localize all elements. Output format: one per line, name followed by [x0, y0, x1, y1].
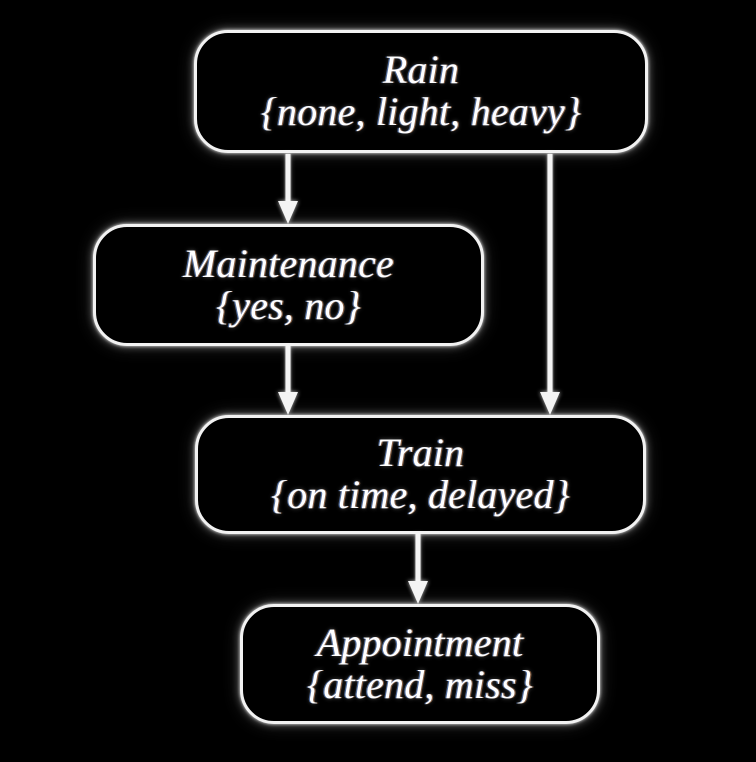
- node-appointment-title: Appointment: [316, 619, 524, 665]
- down-arrow-icon: [408, 581, 428, 604]
- node-maintenance-states: {yes, no}: [216, 282, 361, 328]
- node-rain[interactable]: Rain {none, light, heavy}: [194, 30, 648, 153]
- node-train[interactable]: Train {on time, delayed}: [195, 415, 646, 534]
- edge-line: [285, 346, 291, 393]
- edge-train-to-appointment: [398, 534, 438, 604]
- node-train-title: Train: [376, 430, 465, 476]
- down-arrow-icon: [278, 392, 298, 415]
- edge-rain-to-maintenance: [268, 154, 308, 224]
- node-train-states: {on time, delayed}: [271, 472, 570, 517]
- edge-line: [285, 154, 291, 202]
- node-rain-title: Rain: [382, 47, 460, 93]
- node-maintenance-title: Maintenance: [182, 240, 394, 286]
- node-appointment[interactable]: Appointment {attend, miss}: [240, 604, 600, 724]
- edge-line: [415, 534, 421, 582]
- node-maintenance[interactable]: Maintenance {yes, no}: [93, 224, 484, 346]
- down-arrow-icon: [540, 392, 560, 415]
- edge-maintenance-to-train: [268, 346, 308, 415]
- down-arrow-icon: [278, 201, 298, 224]
- edge-line: [547, 154, 553, 393]
- node-rain-states: {none, light, heavy}: [260, 89, 582, 134]
- edge-rain-to-train: [530, 154, 570, 415]
- node-appointment-states: {attend, miss}: [307, 661, 533, 707]
